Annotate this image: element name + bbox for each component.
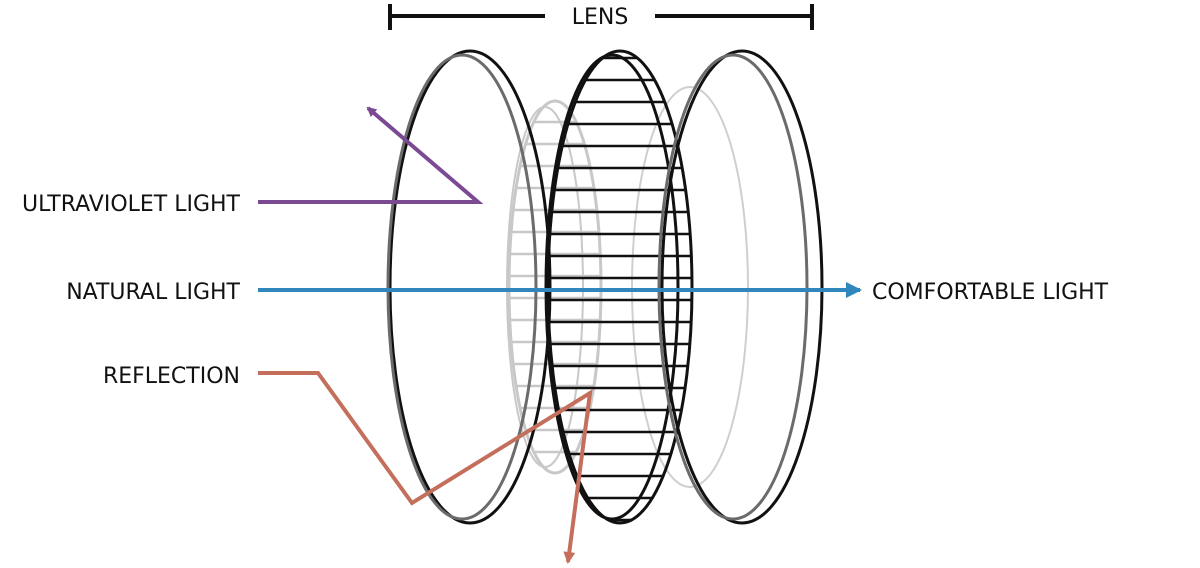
lens-disc-left xyxy=(386,49,552,525)
natural-light-label: NATURAL LIGHT xyxy=(66,280,240,305)
lens-disc-right xyxy=(657,49,824,525)
ultraviolet-label: ULTRAVIOLET LIGHT xyxy=(22,192,241,217)
reflection-label: REFLECTION xyxy=(103,364,240,389)
reflection-arrow xyxy=(258,371,593,564)
ultraviolet-arrow xyxy=(258,106,484,204)
comfortable-light-label: COMFORTABLE LIGHT xyxy=(872,280,1109,305)
lens-bracket xyxy=(388,4,814,30)
lens-label: LENS xyxy=(572,5,629,30)
